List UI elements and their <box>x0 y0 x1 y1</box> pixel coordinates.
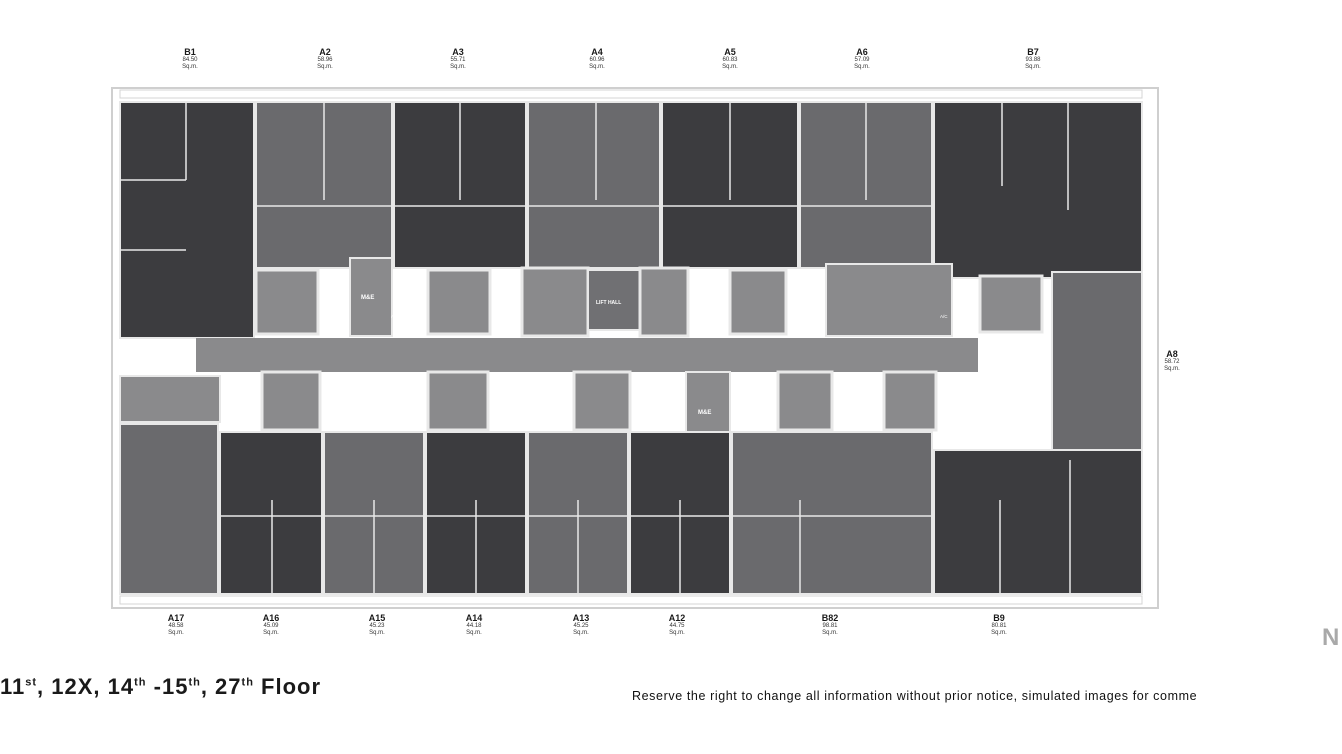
me-bottom-label: M&E <box>698 410 712 416</box>
unit-area: 45.09 <box>263 623 279 630</box>
lift-hall-label: LIFT HALL <box>596 300 622 306</box>
unit-label-a2: A2 58.96 Sq.m. <box>295 47 355 70</box>
unit-label-a12: A12 44.75 Sq.m. <box>647 613 707 636</box>
lower-core <box>260 370 938 453</box>
unit-area: 48.58 <box>168 623 184 630</box>
unit-label-a14: A14 44.18 Sq.m. <box>444 613 504 636</box>
unit-label-b9: B9 80.81 Sq.m. <box>969 613 1029 636</box>
unit-measure: Sq.m. <box>991 629 1007 636</box>
building-outline <box>111 87 1159 609</box>
unit-measure: Sq.m. <box>182 63 198 70</box>
unit-measure: Sq.m. <box>450 63 466 70</box>
unit-code: A13 <box>572 613 590 623</box>
unit-area: 58.96 <box>317 57 333 64</box>
unit-label-a3: A3 55.71 Sq.m. <box>428 47 488 70</box>
unit-a16-plan[interactable] <box>219 431 323 595</box>
unit-area: 44.18 <box>466 623 482 630</box>
unit-b1-plan[interactable] <box>119 101 255 339</box>
unit-area: 60.83 <box>722 57 738 64</box>
unit-code: B82 <box>821 613 839 623</box>
unit-measure: Sq.m. <box>669 629 685 636</box>
unit-a4-plan[interactable] <box>527 101 661 269</box>
unit-code: A6 <box>856 47 868 57</box>
service-core <box>254 257 1044 338</box>
unit-code: A15 <box>368 613 386 623</box>
unit-measure: Sq.m. <box>573 629 589 636</box>
bottom-row-units <box>119 423 1143 595</box>
unit-label-a4: A4 60.96 Sq.m. <box>567 47 627 70</box>
disclaimer-text: Reserve the right to change all informat… <box>632 689 1198 703</box>
unit-area: 98.81 <box>822 623 838 630</box>
ac-label: A/C <box>963 398 971 403</box>
ac-label: A/C <box>517 391 525 396</box>
unit-code: B9 <box>993 613 1005 623</box>
unit-code: A12 <box>668 613 686 623</box>
unit-area: 93.88 <box>1025 57 1041 64</box>
unit-a17-plan[interactable] <box>119 423 219 595</box>
unit-area: 58.72 <box>1164 359 1180 366</box>
ac-label: A/C <box>348 391 356 396</box>
corridor <box>196 338 978 372</box>
unit-a8-plan[interactable] <box>1051 271 1143 451</box>
unit-measure: Sq.m. <box>168 629 184 636</box>
unit-label-a8: A8 58.72 Sq.m. <box>1142 349 1202 372</box>
unit-code: B1 <box>184 47 196 57</box>
unit-code: A17 <box>167 613 185 623</box>
north-symbol: N <box>1322 624 1340 651</box>
unit-measure: Sq.m. <box>317 63 333 70</box>
interior-walls <box>120 102 1071 594</box>
me-top-label: M&E <box>361 295 375 301</box>
unit-label-a16: A16 45.09 Sq.m. <box>241 613 301 636</box>
unit-label-b7: B7 93.88 Sq.m. <box>1003 47 1063 70</box>
unit-code: A5 <box>724 47 736 57</box>
floor-title: 11st, 12X, 14th -15th, 27th Floor <box>0 674 322 699</box>
ac-label: A/C <box>691 314 699 319</box>
unit-label-a13: A13 45.25 Sq.m. <box>551 613 611 636</box>
unit-area: 44.75 <box>669 623 685 630</box>
unit-code: A14 <box>465 613 483 623</box>
unit-measure: Sq.m. <box>854 63 870 70</box>
unit-label-a17: A17 48.58 Sq.m. <box>146 613 206 636</box>
unit-measure: Sq.m. <box>722 63 738 70</box>
unit-b82-plan[interactable] <box>731 431 933 595</box>
unit-b7-plan[interactable] <box>933 101 1143 279</box>
unit-area: 60.96 <box>589 57 605 64</box>
unit-b9-plan[interactable] <box>933 449 1143 595</box>
ac-label: A/C <box>391 314 399 319</box>
unit-measure: Sq.m. <box>822 629 838 636</box>
unit-area: 45.25 <box>573 623 589 630</box>
ac-label: A/C <box>867 391 875 396</box>
unit-code: A4 <box>591 47 603 57</box>
unit-area: 57.09 <box>854 57 870 64</box>
unit-code: B7 <box>1027 47 1039 57</box>
unit-measure: Sq.m. <box>589 63 605 70</box>
unit-measure: Sq.m. <box>369 629 385 636</box>
unit-measure: Sq.m. <box>1025 63 1041 70</box>
ac-label: A/C <box>226 391 234 396</box>
unit-area: 55.71 <box>450 57 466 64</box>
unit-measure: Sq.m. <box>263 629 279 636</box>
unit-measure: Sq.m. <box>466 629 482 636</box>
unit-label-a15: A15 45.23 Sq.m. <box>347 613 407 636</box>
unit-label-b82: B82 98.81 Sq.m. <box>800 613 860 636</box>
unit-code: A3 <box>452 47 464 57</box>
ac-label: A/C <box>998 368 1006 373</box>
unit-area: 45.23 <box>369 623 385 630</box>
unit-area: 80.81 <box>991 623 1007 630</box>
unit-code: A8 <box>1166 349 1178 359</box>
ac-label: A/C <box>512 314 520 319</box>
corridor-west <box>119 375 221 423</box>
unit-area: 84.50 <box>182 57 198 64</box>
ac-label: A/C <box>940 314 948 319</box>
unit-code: A2 <box>319 47 331 57</box>
ac-label: A/C <box>814 314 822 319</box>
ac-label: A/C <box>341 314 349 319</box>
unit-measure: Sq.m. <box>1164 365 1180 372</box>
unit-label-a6: A6 57.09 Sq.m. <box>832 47 892 70</box>
unit-code: A16 <box>262 613 280 623</box>
unit-label-b1: B1 84.50 Sq.m. <box>160 47 220 70</box>
unit-label-a5: A5 60.83 Sq.m. <box>700 47 760 70</box>
